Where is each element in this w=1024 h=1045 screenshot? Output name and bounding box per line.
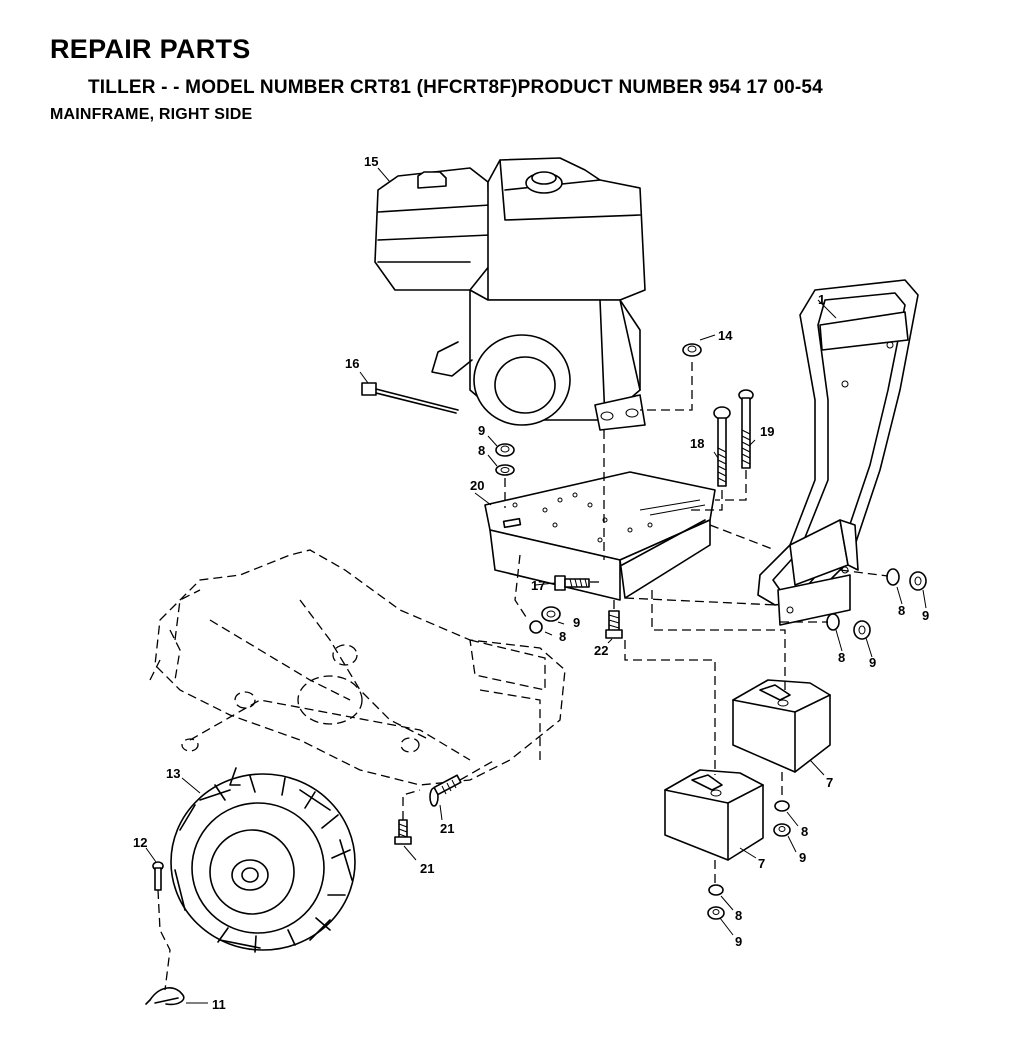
model-subtitle: TILLER - - MODEL NUMBER CRT81 (HFCRT8F)P… [88,77,823,98]
callout-8-weight-upper: 8 [801,824,808,839]
tire-wheel [170,767,356,953]
callout-9-top: 9 [478,423,485,438]
bolt-21-long [429,774,462,807]
weight-block-upper [732,679,831,773]
callout-11: 11 [212,997,226,1012]
callout-9-weight-lower: 9 [735,934,742,949]
bolt-21-short [394,819,412,845]
callout-21-lower: 21 [420,861,434,876]
hairpin-clip [145,987,185,1006]
callout-8-weight-lower: 8 [735,908,742,923]
callout-21-upper: 21 [440,821,454,836]
callout-labels: 15 1 14 16 9 8 18 19 20 17 9 8 22 8 9 8 … [133,154,929,1012]
callout-20: 20 [470,478,484,493]
callout-9-bracket-lower: 9 [869,655,876,670]
nut-washer-middle [529,606,561,634]
callout-22: 22 [594,643,608,658]
callout-16: 16 [345,356,359,371]
callout-14: 14 [718,328,733,343]
callout-12: 12 [133,835,147,850]
callout-17: 17 [531,578,545,593]
callout-9-bracket-upper: 9 [922,608,929,623]
section-title: MAINFRAME, RIGHT SIDE [50,106,253,123]
nut-washer-bracket-lower [826,613,871,640]
page-title: REPAIR PARTS [50,34,251,64]
callout-8-top: 8 [478,443,485,458]
callout-13: 13 [166,766,180,781]
nut-washer-weight-upper [773,800,791,837]
callout-8-bracket-upper: 8 [898,603,905,618]
nut-washer-bracket-upper [886,568,927,591]
callout-8-bracket-lower: 8 [838,650,845,665]
nut-washer-stack-top [495,443,515,476]
mainframe-plate [484,471,716,601]
callout-9-weight-upper: 9 [799,850,806,865]
callout-15: 15 [364,154,378,169]
callout-7-upper: 7 [826,775,833,790]
clevis-pin [152,861,164,891]
callout-8-mid: 8 [559,629,566,644]
tiller-body-outline [149,549,566,786]
callout-19: 19 [760,424,774,439]
callout-7-lower: 7 [758,856,765,871]
engine [374,157,646,431]
leader-lines [145,167,927,1004]
nut-14 [682,343,702,357]
weight-block-lower [664,769,764,861]
callout-1: 1 [818,292,825,307]
nut-washer-weight-lower [707,884,725,920]
cable-tie [361,382,459,414]
bolt-19 [738,389,754,469]
assembly-lines [157,362,889,991]
bumper-bracket [757,279,919,626]
bolt-22 [605,610,623,639]
callout-18: 18 [690,436,704,451]
bolt-18 [713,406,731,487]
callout-9-mid: 9 [573,615,580,630]
